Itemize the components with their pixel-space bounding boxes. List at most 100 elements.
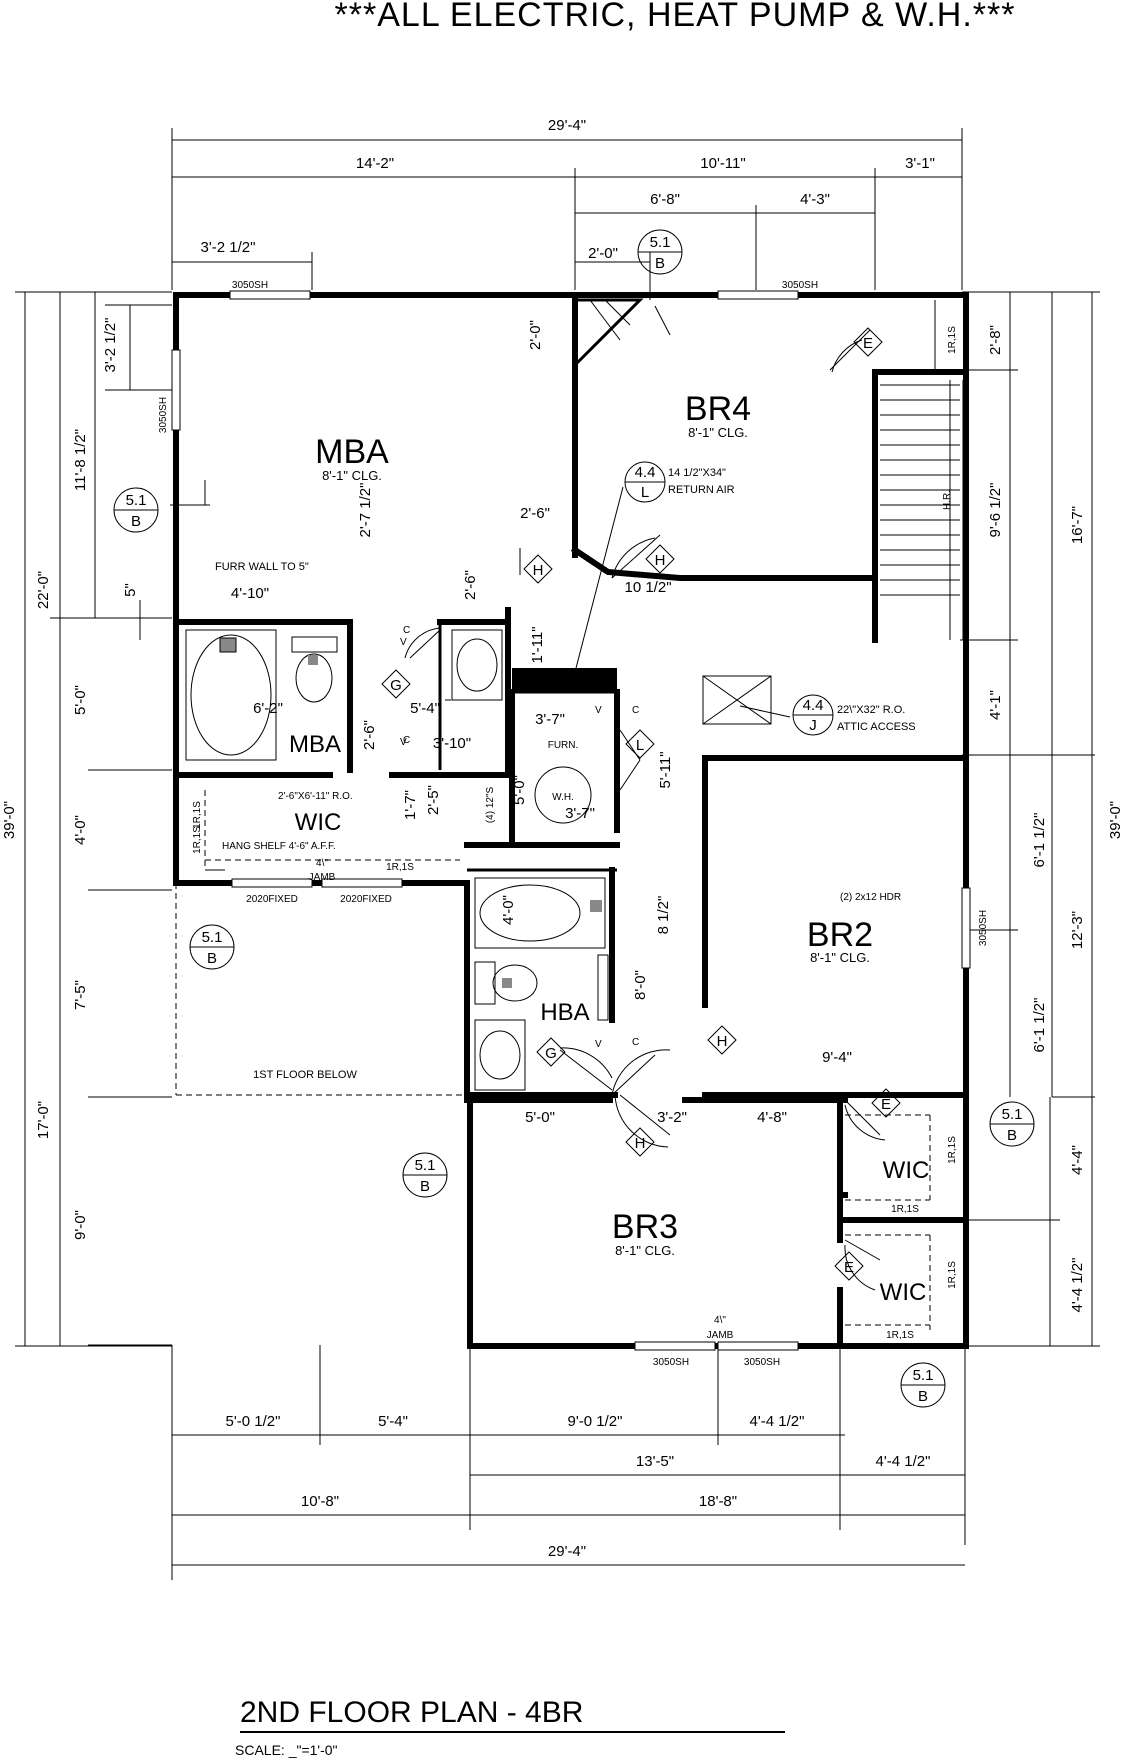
svg-text:4'-8": 4'-8" (757, 1109, 787, 1126)
svg-text:4'-4 1/2": 4'-4 1/2" (1069, 1258, 1086, 1313)
svg-text:5'-11": 5'-11" (657, 751, 674, 788)
svg-text:4'-0": 4'-0" (72, 815, 89, 845)
svg-text:39'-0": 39'-0" (1107, 801, 1124, 839)
svg-text:J: J (809, 717, 817, 734)
svg-text:6'-1 1/2": 6'-1 1/2" (1031, 998, 1048, 1053)
svg-text:JAMB: JAMB (309, 872, 336, 883)
svg-text:5.1: 5.1 (1002, 1106, 1023, 1123)
svg-text:5'-0": 5'-0" (72, 685, 89, 715)
section-marker-5: 5.1B (989, 1101, 1035, 1147)
svg-text:H: H (533, 562, 544, 579)
section-markers: 5.1B 5.1B 5.1B 5.1B 5.1B 5.1B 4.4L 4.4J (113, 229, 1035, 1408)
room-mba-bath-name: MBA (289, 731, 341, 758)
detail-marker-attic: 4.4J (792, 694, 834, 736)
svg-text:1R,1S: 1R,1S (947, 1136, 958, 1164)
svg-text:5'-0": 5'-0" (525, 1109, 555, 1126)
notes: FURR WALL TO 5" 14 1/2"X34" RETURN AIR 2… (215, 467, 953, 1341)
svg-text:B: B (655, 255, 665, 272)
svg-text:V: V (595, 1039, 602, 1050)
svg-text:3050SH: 3050SH (653, 1357, 689, 1368)
svg-text:H.R.: H.R. (942, 490, 953, 510)
svg-text:C: C (632, 1037, 639, 1048)
svg-text:2'-6": 2'-6" (520, 505, 550, 522)
svg-text:G: G (390, 677, 402, 694)
svg-text:2'-6"X6'-11" R.O.: 2'-6"X6'-11" R.O. (278, 791, 353, 802)
svg-text:3'-1": 3'-1" (905, 155, 935, 172)
window-3050sh-1 (229, 290, 311, 300)
room-br2-name: BR2 (807, 916, 873, 954)
room-br2-clg: 8'-1" CLG. (810, 950, 870, 965)
svg-text:2'-7 1/2": 2'-7 1/2" (357, 483, 374, 538)
window-3050sh-4 (961, 887, 971, 969)
door-tags: E E E H H H H G G L (381, 327, 901, 1281)
svg-text:E: E (863, 335, 873, 352)
section-marker-4: 5.1B (402, 1152, 448, 1198)
svg-text:12'-3": 12'-3" (1069, 911, 1086, 949)
svg-text:6'-2": 6'-2" (253, 700, 283, 717)
svg-text:C: C (632, 705, 639, 716)
door-tag-h2: H (645, 544, 675, 574)
svg-text:JAMB: JAMB (707, 1330, 734, 1341)
svg-text:5.1: 5.1 (202, 929, 223, 946)
svg-text:6'-8": 6'-8" (650, 191, 680, 208)
svg-text:1ST FLOOR BELOW: 1ST FLOOR BELOW (253, 1069, 357, 1081)
svg-text:5'-0": 5'-0" (511, 775, 528, 805)
svg-text:B: B (420, 1178, 430, 1195)
svg-text:1'-11": 1'-11" (529, 626, 546, 663)
svg-text:2'-0": 2'-0" (588, 245, 618, 262)
svg-text:22\"X32" R.O.: 22\"X32" R.O. (837, 704, 905, 716)
svg-text:5'-4": 5'-4" (410, 700, 440, 717)
svg-text:1R,1S: 1R,1S (386, 862, 414, 873)
svg-text:4'-0": 4'-0" (500, 895, 517, 925)
svg-text:V: V (595, 705, 602, 716)
svg-text:39'-0": 39'-0" (1, 801, 18, 839)
svg-text:1R,1S: 1R,1S (192, 801, 203, 829)
window-3050sh-5 (634, 1341, 716, 1351)
svg-text:4\": 4\" (714, 1315, 726, 1326)
svg-text:3'-10": 3'-10" (433, 735, 471, 752)
door-tag-h1: H (523, 554, 553, 584)
svg-text:FURR WALL TO 5": FURR WALL TO 5" (215, 561, 309, 573)
svg-text:4'-4 1/2": 4'-4 1/2" (876, 1453, 931, 1470)
br4-closet (573, 298, 644, 367)
svg-text:4'-3": 4'-3" (800, 191, 830, 208)
svg-text:ATTIC ACCESS: ATTIC ACCESS (837, 721, 916, 733)
svg-text:5.1: 5.1 (415, 1157, 436, 1174)
detail-marker-return-air: 4.4L (624, 461, 666, 503)
svg-text:18'-8": 18'-8" (699, 1493, 737, 1510)
svg-text:14'-2": 14'-2" (356, 155, 394, 172)
svg-text:1R,1S: 1R,1S (947, 326, 958, 354)
dashed-lines (175, 699, 931, 1330)
shelf-labels: 1R,1S 1R,1S 1R,1S 1R,1S 1R,1S 1R,1S 1R,1… (192, 326, 958, 1341)
room-mba-name: MBA (315, 433, 389, 471)
window-2020fixed-1 (231, 878, 313, 888)
svg-text:W.H.: W.H. (552, 792, 574, 803)
svg-text:V: V (400, 737, 407, 748)
svg-text:5.1: 5.1 (650, 234, 671, 251)
plan-title: 2ND FLOOR PLAN - 4BR (240, 1696, 583, 1729)
svg-text:5.1: 5.1 (126, 492, 147, 509)
svg-text:2'-6": 2'-6" (462, 570, 479, 600)
svg-text:C: C (403, 735, 410, 746)
svg-text:3050SH: 3050SH (782, 280, 818, 291)
svg-text:HANG SHELF 4'-6" A.F.F.: HANG SHELF 4'-6" A.F.F. (222, 841, 336, 852)
staircase (880, 300, 960, 640)
dimension-text: 29'-4" 14'-2" 10'-11" 3'-1" 6'-8" 4'-3" … (1, 117, 1124, 1560)
fixtures (185, 629, 772, 1091)
room-wic-br2-name: WIC (883, 1157, 930, 1184)
door-tag-h3: H (707, 1025, 737, 1055)
svg-text:B: B (918, 1388, 928, 1405)
svg-text:10 1/2": 10 1/2" (624, 579, 671, 596)
svg-text:9'-4": 9'-4" (822, 1049, 852, 1066)
svg-text:4'-4": 4'-4" (1069, 1145, 1086, 1175)
svg-text:4.4: 4.4 (803, 697, 824, 714)
svg-text:5.1: 5.1 (913, 1367, 934, 1384)
section-marker-3: 5.1B (189, 924, 235, 970)
svg-text:3050SH: 3050SH (744, 1357, 780, 1368)
svg-text:5'-0 1/2": 5'-0 1/2" (226, 1413, 281, 1430)
svg-text:1'-7": 1'-7" (402, 790, 419, 820)
room-br3-clg: 8'-1" CLG. (615, 1243, 675, 1258)
room-wic-master-name: WIC (295, 809, 342, 836)
svg-text:B: B (131, 513, 141, 530)
svg-text:B: B (1007, 1127, 1017, 1144)
